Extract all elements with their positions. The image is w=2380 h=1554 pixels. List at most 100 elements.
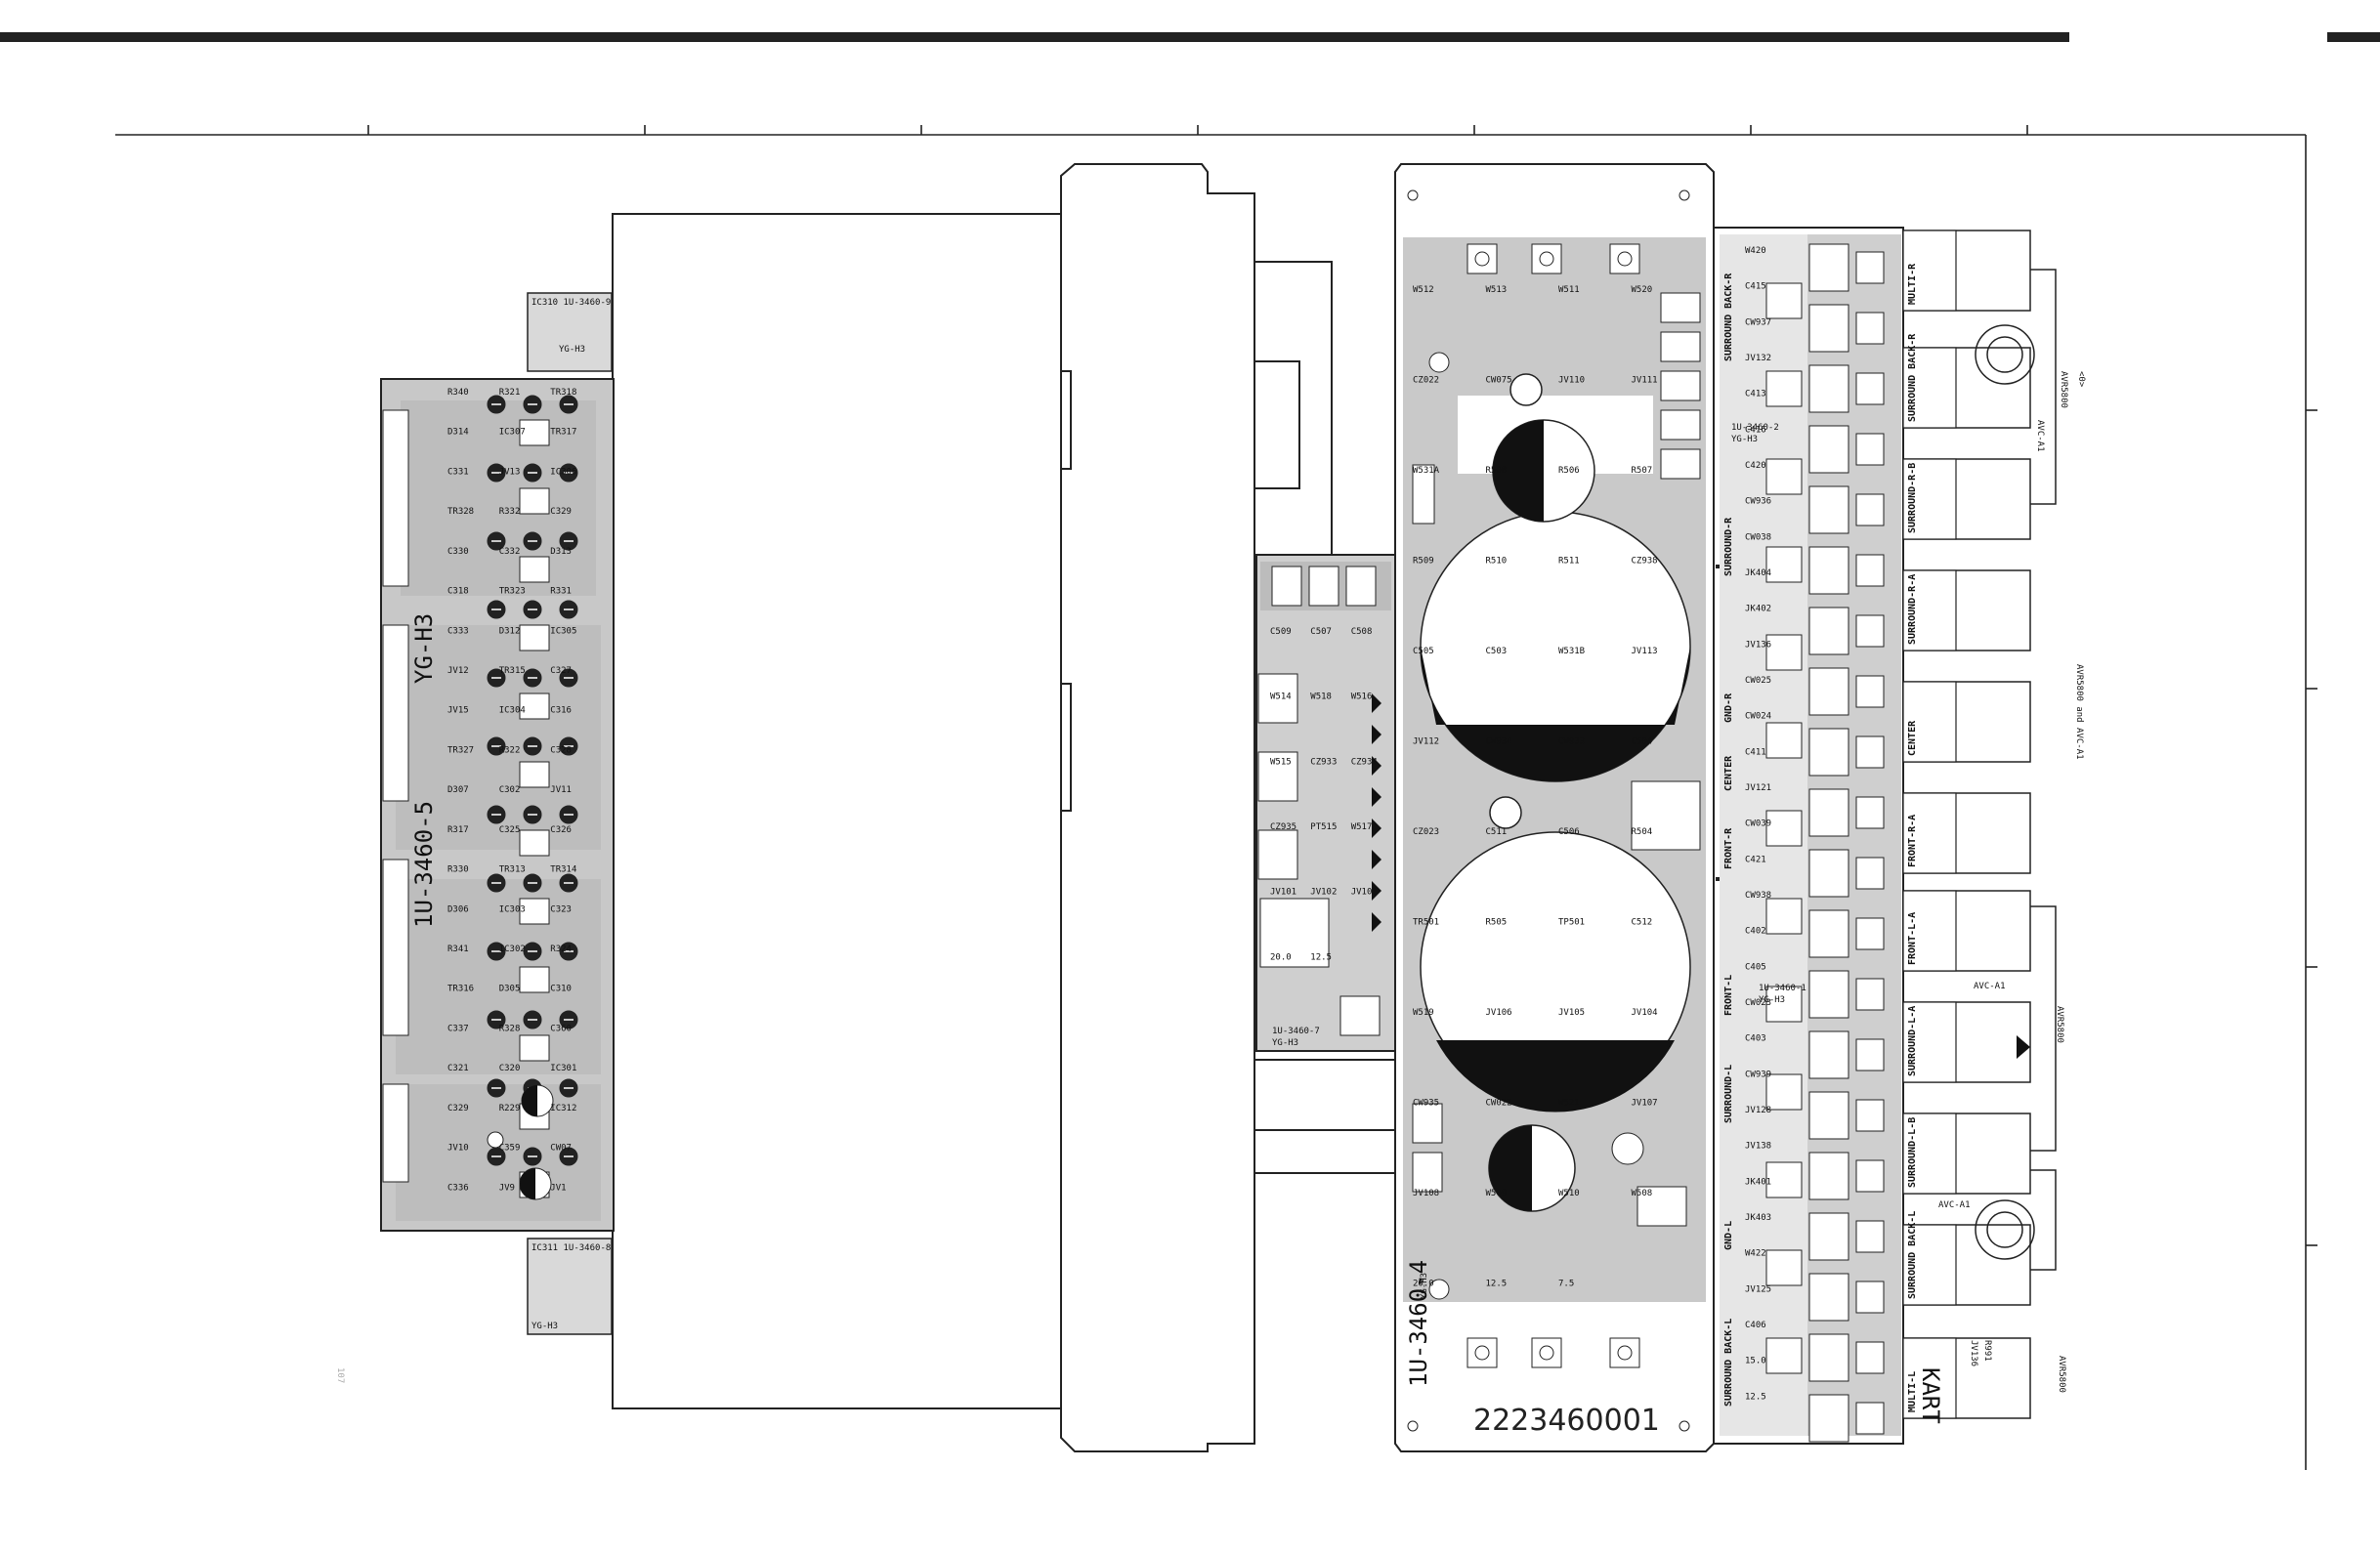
component-label: JV113 bbox=[1632, 647, 1658, 656]
component-label: W520 bbox=[1632, 285, 1653, 295]
left-board-id: 1U-3460-5 bbox=[410, 801, 438, 928]
main-w521 bbox=[1428, 1279, 1450, 1300]
wire-terminal bbox=[1257, 751, 1298, 802]
component-label: CW933 bbox=[1558, 737, 1585, 747]
right-board-id-top: 1U-3460-2 bbox=[1731, 423, 1779, 433]
component-label: R330 bbox=[447, 865, 469, 875]
mount-hole bbox=[1679, 189, 1690, 201]
capacitor-block bbox=[1765, 634, 1803, 671]
component-label: C329 bbox=[447, 1104, 469, 1113]
connector-socket bbox=[1855, 735, 1885, 769]
connector-socket bbox=[1808, 546, 1849, 595]
component-label: C326 bbox=[550, 825, 572, 835]
connector-socket bbox=[1855, 1281, 1885, 1314]
component-label: TP501 bbox=[1558, 918, 1585, 928]
component-label: CZ023 bbox=[1413, 827, 1439, 837]
connector-socket bbox=[1808, 909, 1849, 958]
ann-avr5800-mid: AVR5800 bbox=[2055, 1006, 2064, 1043]
ic-package bbox=[519, 624, 550, 651]
component-label: JV128 bbox=[1745, 1106, 1771, 1115]
connector-socket bbox=[1808, 364, 1849, 413]
component-label: JV110 bbox=[1558, 376, 1585, 386]
diode bbox=[1372, 819, 1381, 838]
component-label: JV111 bbox=[1632, 376, 1658, 386]
right-board-sub-mid: YG-H3 bbox=[1759, 995, 1785, 1005]
component-label: CZ938 bbox=[1632, 557, 1658, 567]
ann-avc-a1-mid: AVC-A1 bbox=[1974, 982, 2006, 991]
main-serial: 2223460001 bbox=[1473, 1404, 1660, 1438]
component-label: R340 bbox=[447, 388, 469, 398]
rca-jack-body bbox=[1902, 347, 1957, 429]
component-label: W509 bbox=[1486, 1189, 1508, 1198]
component-label: W521 bbox=[1558, 1099, 1580, 1109]
component-label: C512 bbox=[1632, 918, 1653, 928]
component-label: IC304 bbox=[499, 706, 526, 716]
component-label: D305 bbox=[499, 985, 521, 994]
component-label: JV101 bbox=[1270, 888, 1296, 898]
component-label: W518 bbox=[1310, 693, 1332, 702]
connector-socket bbox=[1808, 607, 1849, 655]
capacitor-block bbox=[1765, 722, 1803, 759]
capacitor-block bbox=[1765, 810, 1803, 847]
component-label: R506 bbox=[1558, 466, 1580, 476]
jack-label: SURROUND BACK-L bbox=[1907, 1211, 1918, 1299]
faded-page-mark: 107 bbox=[335, 1367, 345, 1383]
main-w520 bbox=[1428, 352, 1450, 373]
component-label: JK402 bbox=[1745, 605, 1771, 614]
jack-label: FRONT-L-A bbox=[1907, 912, 1918, 965]
component-label: C415 bbox=[1745, 282, 1766, 292]
right-board-components bbox=[1765, 243, 1885, 1443]
component-label: JV15 bbox=[447, 706, 469, 716]
component-label: CZ935 bbox=[1270, 822, 1296, 832]
component-label: C359 bbox=[499, 1144, 521, 1154]
left-mount-hole bbox=[487, 1131, 504, 1149]
component-label: C327 bbox=[550, 666, 572, 676]
component-label: C336 bbox=[447, 1183, 469, 1193]
jack-kart: KART bbox=[1917, 1367, 1944, 1424]
component-label: W515 bbox=[1270, 757, 1292, 767]
component-label: JV112 bbox=[1413, 737, 1439, 747]
rca-jack-body bbox=[1902, 458, 1957, 540]
component-label: JV108 bbox=[1413, 1189, 1439, 1198]
right-board-connector-labels: SURROUND BACK-RSURROUND-RGND-RCENTERFRON… bbox=[1723, 273, 1734, 1407]
component-label: R328 bbox=[499, 1024, 521, 1033]
capacitor-block bbox=[1765, 1249, 1803, 1286]
connector-label: FRONT-L bbox=[1723, 975, 1734, 1016]
ic-package bbox=[519, 1034, 550, 1062]
component-label: R505 bbox=[1486, 918, 1508, 928]
component-label: JV136 bbox=[1745, 640, 1771, 650]
main-w531b bbox=[1489, 796, 1522, 829]
jack-arrow-marker bbox=[2017, 1035, 2030, 1059]
connector-label: SURROUND BACK-L bbox=[1723, 1319, 1734, 1407]
capacitor-block bbox=[1345, 566, 1377, 607]
main-board-components bbox=[1407, 189, 1701, 1432]
component-label: C331 bbox=[447, 467, 469, 477]
connector-label: GND-R bbox=[1723, 693, 1734, 723]
component-label: C405 bbox=[1745, 962, 1766, 972]
component-label: C323 bbox=[550, 904, 572, 914]
connector-label: SURROUND-R bbox=[1723, 517, 1734, 576]
component-label: R324 bbox=[550, 945, 572, 954]
right-board-id-mid: 1U-3460-1 bbox=[1759, 984, 1806, 993]
component-label: JK403 bbox=[1745, 1213, 1771, 1223]
resistor-block bbox=[1660, 370, 1701, 401]
jack-r: R991 bbox=[1982, 1340, 1992, 1362]
connector-socket bbox=[1855, 372, 1885, 405]
component-label: C321 bbox=[447, 1064, 469, 1073]
connector-socket bbox=[1855, 1341, 1885, 1374]
wire-terminal bbox=[1257, 829, 1298, 880]
component-label: 15.0 bbox=[1745, 1357, 1766, 1366]
connector-socket bbox=[1808, 304, 1849, 353]
component-label: C413 bbox=[1745, 390, 1766, 399]
connector-socket bbox=[1808, 1394, 1849, 1443]
component-label: JV107 bbox=[1632, 1099, 1658, 1109]
component-label: JV138 bbox=[1745, 1142, 1771, 1152]
component-label: C328 bbox=[550, 745, 572, 755]
component-label: C310 bbox=[550, 985, 572, 994]
component-label: W531A bbox=[1413, 466, 1440, 476]
connector-label: GND-L bbox=[1723, 1221, 1734, 1250]
jack-label: SURROUND-L-B bbox=[1907, 1117, 1918, 1188]
connector-socket bbox=[1855, 251, 1885, 284]
capacitor-block bbox=[1765, 370, 1803, 407]
